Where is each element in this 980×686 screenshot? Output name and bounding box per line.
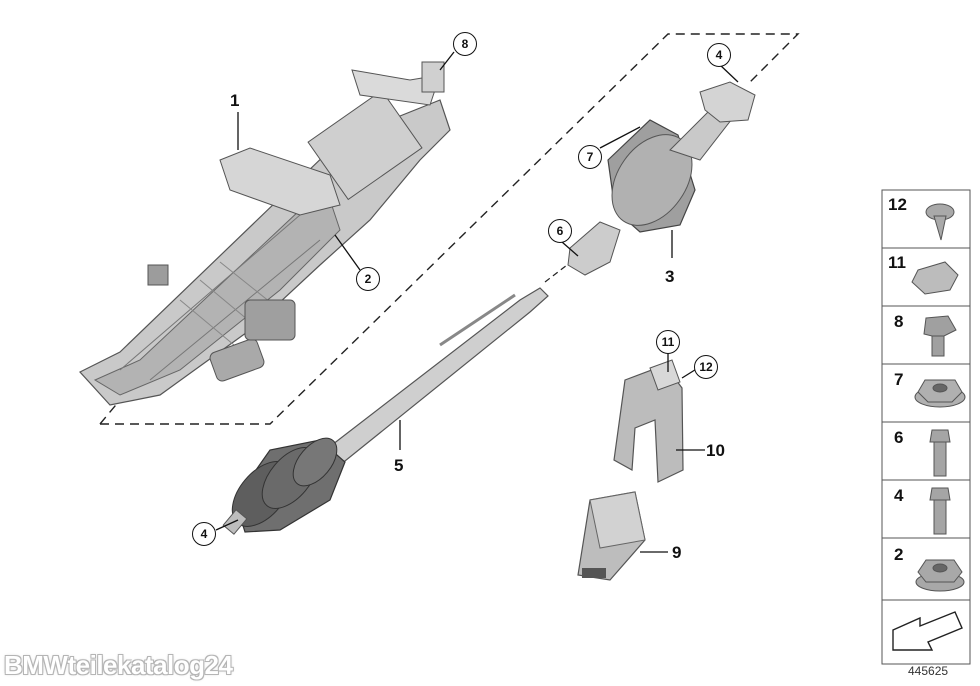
steering-column-illustration	[79, 61, 451, 406]
shaft-cover-illustration	[544, 81, 756, 283]
document-number: 445625	[908, 664, 949, 678]
legend-number-2: 2	[894, 545, 904, 564]
control-unit-illustration	[577, 491, 646, 581]
label-part-3: 3	[665, 267, 675, 286]
callout-4-top: 4	[707, 43, 731, 67]
legend-screw-12	[925, 203, 955, 241]
legend-number-7: 7	[894, 370, 904, 389]
callout-11: 11	[656, 330, 680, 354]
legend-number-8: 8	[894, 312, 904, 331]
watermark-text: BMWteilekatalog24	[4, 650, 233, 680]
assembly-boundary	[100, 33, 800, 425]
legend-arrow-icon	[892, 611, 963, 651]
label-part-5: 5	[394, 456, 404, 475]
bracket-illustration	[613, 359, 684, 483]
legend-number-6: 6	[894, 428, 904, 447]
legend-flange-nut-7	[914, 379, 966, 408]
legend-number-12: 12	[888, 195, 907, 214]
callout-8: 8	[453, 32, 477, 56]
label-part-9: 9	[672, 543, 682, 562]
assembly-boundary-left	[99, 399, 121, 425]
legend-bolt-4	[929, 487, 951, 535]
legend-bolt-6	[929, 429, 951, 477]
legend-clip-nut-11	[911, 261, 959, 295]
callout-12: 12	[694, 355, 718, 379]
callout-6: 6	[548, 219, 572, 243]
legend-nut-2	[915, 559, 965, 592]
callout-4-bottom: 4	[192, 522, 216, 546]
label-part-10: 10	[706, 441, 725, 460]
legend-number-4: 4	[894, 486, 904, 505]
legend-number-11: 11	[888, 253, 906, 272]
intermediate-shaft-illustration	[222, 287, 549, 535]
label-part-1: 1	[230, 91, 240, 110]
legend-bolt-8	[923, 315, 957, 357]
callout-7: 7	[578, 145, 602, 169]
callout-2: 2	[356, 267, 380, 291]
